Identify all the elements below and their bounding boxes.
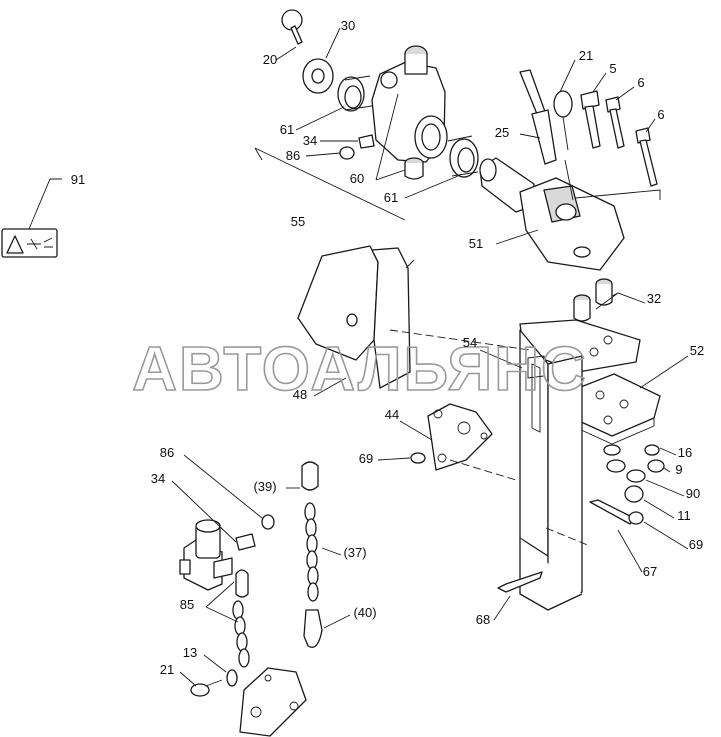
callout-label-c25: 25 [495, 125, 509, 140]
retaining-ring [553, 59, 576, 151]
coupling-head [479, 157, 661, 271]
hex-bolt [580, 72, 607, 149]
callout-label-c20: 20 [263, 52, 277, 67]
callout-label-c67: 67 [643, 564, 657, 579]
grease-nipple [320, 134, 375, 149]
callout-label-c52: 52 [690, 343, 704, 358]
callout-label-c68: 68 [476, 612, 490, 627]
callout-label-c34a: 34 [303, 133, 317, 148]
callout-label-c86b: 86 [160, 445, 174, 460]
washer-stack [603, 444, 685, 519]
callout-label-c37: (37) [343, 545, 366, 560]
hex-bolt [605, 86, 635, 149]
spacer-tube [595, 278, 613, 306]
callout-label-c91: 91 [71, 172, 85, 187]
retaining-ring [179, 671, 223, 697]
callout-label-c40: (40) [353, 605, 376, 620]
long-bolt [493, 571, 543, 621]
spring-pin-ring [275, 9, 303, 61]
callout-label-c48: 48 [293, 387, 307, 402]
flat-washer [203, 654, 238, 687]
callout-label-c13: 13 [183, 645, 197, 660]
callout-label-c51: 51 [469, 236, 483, 251]
bushing [404, 135, 479, 199]
dust-cap [183, 454, 275, 530]
callout-label-c5: 5 [609, 61, 616, 76]
spacer-tube [573, 292, 646, 322]
callout-label-c30: 30 [341, 18, 355, 33]
callout-label-c21b: 21 [160, 662, 174, 677]
dust-cap [305, 146, 355, 160]
callout-label-c90: 90 [686, 486, 700, 501]
callout-label-c9: 9 [675, 462, 682, 477]
callout-label-c44: 44 [385, 407, 399, 422]
hitch-pin-assembly [179, 519, 233, 591]
callout-label-c39: (39) [253, 479, 276, 494]
lock-nut [377, 452, 426, 464]
coupling-housing [254, 45, 448, 221]
hex-bolt [635, 118, 658, 187]
mounting-bracket [297, 245, 531, 397]
flat-washer [302, 27, 341, 94]
support-post [479, 319, 641, 611]
long-bolt [545, 499, 689, 573]
hook-plate [239, 667, 307, 737]
watermark-text: АВТОАЛЬЯНС [132, 335, 588, 404]
callout-label-c54: 54 [463, 335, 477, 350]
warning-decal [1, 178, 62, 258]
callout-label-c69a: 69 [359, 451, 373, 466]
callout-label-c86a: 86 [286, 148, 300, 163]
callout-label-c16: 16 [678, 445, 692, 460]
callout-label-c6b: 6 [657, 107, 664, 122]
safety-chain [286, 461, 351, 648]
callout-label-c11: 11 [677, 508, 691, 523]
callout-label-c21a: 21 [579, 48, 593, 63]
sleeve [375, 93, 424, 181]
callout-label-c34b: 34 [151, 471, 165, 486]
callout-label-c32: 32 [647, 291, 661, 306]
callout-label-c61b: 61 [384, 190, 398, 205]
callout-label-c61a: 61 [280, 122, 294, 137]
callout-label-c60: 60 [350, 171, 364, 186]
callout-label-c6a: 6 [637, 75, 644, 90]
grease-nipple [171, 480, 256, 551]
bushing [295, 75, 373, 131]
callout-label-c69b: 69 [689, 537, 703, 552]
callout-label-c55: 55 [291, 214, 305, 229]
short-chain [205, 569, 250, 668]
clevis-pin [519, 69, 557, 165]
adapter-plate [399, 403, 517, 481]
callout-label-c85: 85 [180, 597, 194, 612]
